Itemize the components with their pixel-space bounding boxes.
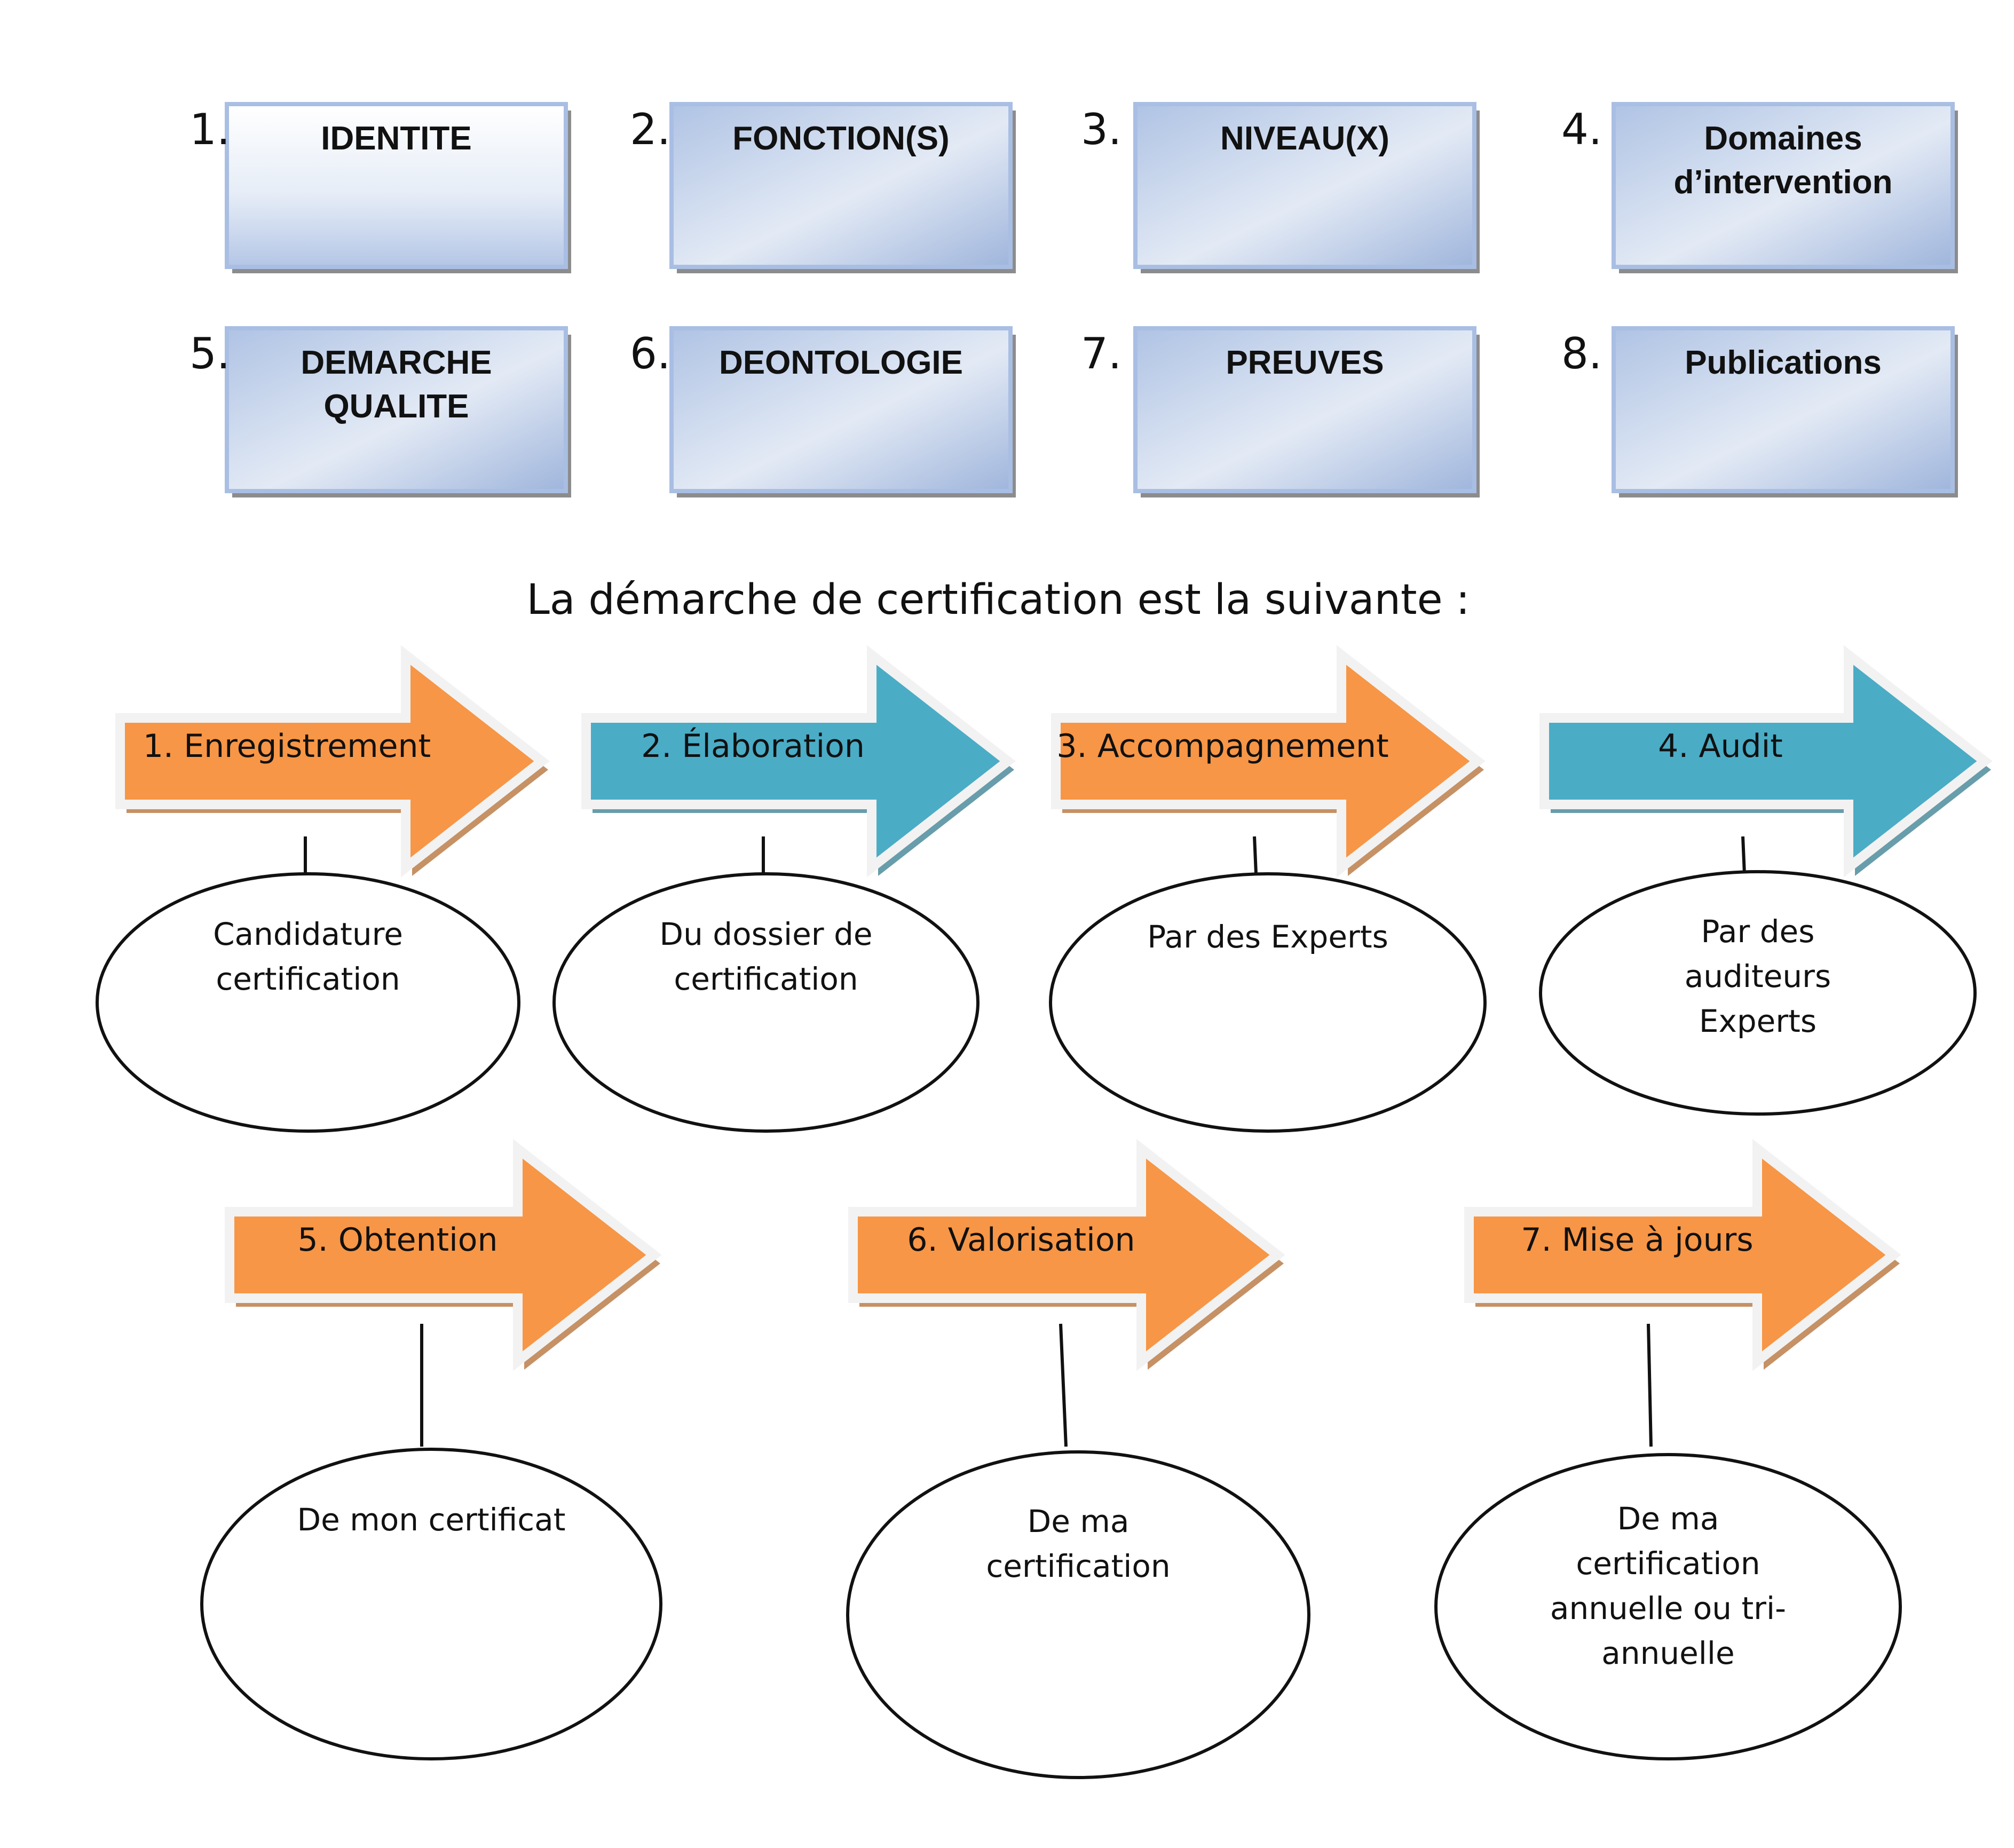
step-arrow	[115, 645, 550, 878]
step-description: certification	[986, 1548, 1170, 1584]
criterion-2: 2. FONCTION(S)	[630, 102, 1016, 273]
diagram-heading: La démarche de certification est la suiv…	[526, 576, 1470, 624]
step-label: 3. Accompagnement	[1056, 728, 1388, 765]
step-arrow	[848, 1139, 1285, 1371]
step-connector	[1741, 836, 1746, 874]
step-description-ellipse	[552, 872, 980, 1133]
criterion-number: 1.	[189, 105, 230, 154]
step-description: Par des	[1701, 913, 1815, 950]
step-arrow	[1539, 645, 1993, 878]
step-description: certification	[216, 961, 400, 997]
step-description-ellipse	[200, 1448, 662, 1760]
criterion-label: QUALITE	[323, 388, 469, 425]
step-connector	[1647, 1323, 1653, 1447]
criterion-box	[1133, 102, 1476, 269]
step-description: Du dossier de	[659, 916, 872, 952]
step-description-ellipse	[846, 1450, 1310, 1779]
process-step-5: 5. Obtention De mon certificat	[200, 1139, 662, 1760]
criterion-box	[1133, 326, 1476, 493]
criterion-label: IDENTITE	[321, 120, 471, 157]
step-label: 7. Mise à jours	[1521, 1221, 1753, 1259]
criteria-grid: 1. IDENTITE 2. FONCTION(S) 3. NIVEAU(X) 4. Doma…	[189, 102, 1958, 497]
criterion-box	[225, 102, 568, 269]
step-description: Experts	[1699, 1003, 1816, 1039]
criterion-label: Publications	[1685, 344, 1882, 381]
process-step-6: 6. Valorisation De ma certification	[846, 1139, 1310, 1779]
step-label: 2. Élaboration	[641, 726, 865, 765]
step-arrow	[225, 1139, 662, 1371]
step-description: De ma	[1617, 1500, 1719, 1537]
criterion-7: 7. PREUVES	[1081, 326, 1480, 497]
step-label: 6. Valorisation	[907, 1221, 1135, 1259]
step-description: annuelle ou tri-	[1550, 1590, 1786, 1626]
criterion-box	[669, 102, 1013, 269]
step-arrow	[1464, 1139, 1901, 1371]
criterion-number: 4.	[1561, 105, 1602, 154]
step-description: Par des Experts	[1147, 919, 1388, 955]
step-label: 5. Obtention	[297, 1221, 497, 1259]
criterion-8: 8. Publications	[1561, 326, 1958, 497]
step-description: De mon certificat	[297, 1502, 566, 1538]
step-arrow	[1051, 645, 1486, 878]
step-label: 1. Enregistrement	[143, 728, 431, 765]
criterion-box	[669, 326, 1013, 493]
criterion-box	[1612, 326, 1955, 493]
step-arrow	[581, 645, 1016, 878]
criterion-number: 5.	[189, 329, 230, 378]
step-description: annuelle	[1601, 1635, 1734, 1671]
criterion-number: 2.	[630, 105, 670, 154]
step-description: certification	[674, 961, 858, 997]
criterion-4: 4. Domaines d’intervention	[1561, 102, 1958, 273]
step-description-ellipse	[1049, 872, 1487, 1133]
criterion-label: d’intervention	[1674, 164, 1893, 201]
criterion-6: 6. DEONTOLOGIE	[630, 326, 1016, 497]
criterion-label: DEMARCHE	[301, 344, 492, 381]
step-description: De ma	[1028, 1503, 1130, 1539]
criterion-number: 6.	[630, 329, 670, 378]
step-connector	[1059, 1323, 1068, 1447]
criterion-number: 8.	[1561, 329, 1602, 378]
criterion-label: Domaines	[1704, 120, 1862, 157]
step-description: certification	[1576, 1545, 1760, 1582]
criterion-5: 5. DEMARCHE QUALITE	[189, 326, 571, 497]
step-description: Candidature	[213, 916, 403, 952]
criterion-label: DEONTOLOGIE	[719, 344, 963, 381]
criterion-label: PREUVES	[1226, 344, 1384, 381]
step-description-ellipse	[1539, 870, 1977, 1116]
criterion-label: FONCTION(S)	[732, 120, 949, 157]
step-connector	[1253, 836, 1258, 874]
criterion-number: 3.	[1081, 105, 1121, 154]
criterion-box	[225, 326, 568, 493]
step-description-ellipse	[96, 872, 520, 1133]
step-label: 4. Audit	[1658, 728, 1783, 765]
criterion-3: 3. NIVEAU(X)	[1081, 102, 1480, 273]
step-description: auditeurs	[1685, 958, 1831, 994]
criterion-box	[1612, 102, 1955, 269]
criterion-label: NIVEAU(X)	[1220, 120, 1389, 157]
process-step-7: 7. Mise à jours De ma certification annuell…	[1434, 1139, 1902, 1760]
step-description-ellipse	[1434, 1453, 1902, 1760]
criterion-1: 1. IDENTITE	[189, 102, 571, 273]
criterion-number: 7.	[1081, 329, 1121, 378]
process-step-2: 2. Élaboration Du dossier de certification	[552, 645, 1016, 1133]
